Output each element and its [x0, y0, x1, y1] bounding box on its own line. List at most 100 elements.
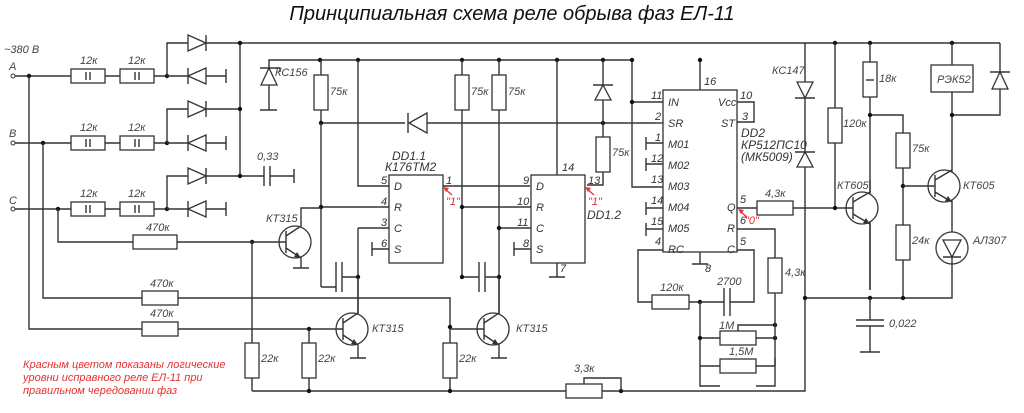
svg-text:C: C [727, 244, 735, 256]
resistor-75k: 75к [587, 123, 630, 186]
svg-text:14: 14 [562, 162, 574, 174]
svg-text:12к: 12к [128, 188, 146, 200]
svg-text:правильном чередовании фаз: правильном чередовании фаз [23, 385, 177, 397]
diode [593, 60, 613, 123]
transistor-kt315: КТ315 [252, 207, 321, 269]
svg-text:22к: 22к [260, 353, 279, 365]
resistor-12k: 12к 12к [70, 122, 155, 151]
resistor-22k: 22к [301, 329, 336, 391]
svg-text:R: R [536, 202, 544, 214]
svg-text:КТ315: КТ315 [266, 213, 298, 225]
svg-text:75к: 75к [508, 86, 526, 98]
svg-text:M05: M05 [668, 223, 690, 235]
svg-text:АЛ307: АЛ307 [972, 235, 1007, 247]
resistor-4-3k: 4,3к [737, 228, 806, 366]
zener-kc156: КС156 [259, 59, 320, 111]
svg-text:1: 1 [446, 175, 452, 187]
svg-text:10: 10 [517, 196, 530, 208]
transistor-kt315: КТ315 [450, 277, 548, 359]
svg-text:SR: SR [668, 118, 683, 130]
svg-text:M03: M03 [668, 181, 690, 193]
trimmer-3-3k: 3,3к [565, 363, 622, 399]
resistor-470k: 470к [141, 308, 179, 337]
svg-text:КТ315: КТ315 [516, 323, 548, 335]
zener-kc147: КС147 [772, 43, 815, 295]
resistor-75k: 75к [491, 60, 526, 317]
svg-text:КС156: КС156 [275, 67, 309, 79]
svg-text:0,022: 0,022 [889, 318, 917, 330]
svg-text:18к: 18к [879, 73, 897, 85]
chip-dd2-type: КР512ПС10 [741, 138, 807, 152]
logic-level-dd2: "0" [738, 209, 760, 227]
svg-text:8: 8 [705, 263, 712, 275]
phase-c-label: C [9, 195, 17, 207]
capacitor-0-33: 0,33 [257, 151, 295, 186]
svg-text:ST: ST [721, 118, 736, 130]
resistor-120k: 120к [827, 43, 867, 208]
svg-text:3: 3 [381, 217, 388, 229]
svg-text:12к: 12к [128, 55, 146, 67]
svg-text:"0": "0" [745, 215, 760, 227]
flyback-diode [952, 43, 1010, 116]
svg-text:6: 6 [381, 238, 388, 250]
svg-text:S: S [536, 244, 544, 256]
svg-text:4: 4 [655, 236, 661, 248]
svg-text:R: R [727, 223, 735, 235]
svg-text:11: 11 [517, 217, 528, 229]
svg-text:3: 3 [742, 111, 749, 123]
svg-text:8: 8 [523, 238, 530, 250]
svg-text:RC: RC [668, 244, 684, 256]
svg-text:15: 15 [651, 216, 664, 228]
svg-text:120к: 120к [843, 118, 867, 130]
svg-text:12к: 12к [80, 55, 98, 67]
svg-text:5: 5 [381, 175, 388, 187]
resistor-470k: 470к [141, 278, 179, 306]
svg-text:75к: 75к [612, 147, 630, 159]
transistor-kt605: КТ605 [837, 180, 879, 290]
svg-text:1М: 1М [719, 320, 735, 332]
svg-text:13: 13 [588, 175, 601, 187]
svg-text:12к: 12к [128, 122, 146, 134]
svg-text:12к: 12к [80, 122, 98, 134]
svg-text:6: 6 [740, 215, 747, 227]
resistor-1m: 1М [700, 320, 775, 346]
chip-dd2-alt: (МК5009) [741, 150, 793, 164]
resistor-75k: 75к [454, 60, 489, 275]
svg-text:C: C [394, 223, 402, 235]
svg-text:4,3к: 4,3к [785, 267, 806, 279]
svg-text:75к: 75к [471, 86, 489, 98]
svg-text:4,3к: 4,3к [765, 188, 786, 200]
capacitor [321, 262, 361, 292]
logic-level-ff2: "1" [585, 187, 603, 208]
phase-a-label: A [8, 61, 16, 73]
logic-level-ff1: "1" [443, 187, 461, 208]
note-text: Красным цветом показаны логические уровн… [22, 359, 226, 397]
phase-b-label: B [9, 128, 16, 140]
svg-text:4: 4 [381, 196, 387, 208]
svg-text:120к: 120к [660, 282, 684, 294]
resistor-22k: 22к [244, 342, 279, 391]
diode [407, 111, 428, 135]
svg-text:Vcc: Vcc [718, 97, 737, 109]
led-al307: АЛ307 [805, 231, 1007, 299]
svg-text:КТ315: КТ315 [372, 323, 404, 335]
svg-text:5: 5 [740, 236, 747, 248]
svg-text:"1": "1" [588, 196, 603, 208]
svg-text:470к: 470к [150, 278, 174, 290]
svg-text:2: 2 [654, 111, 661, 123]
transistor-kt315: КТ315 [335, 277, 404, 359]
svg-text:3,3к: 3,3к [574, 363, 595, 375]
rectifier-diodes [164, 33, 1000, 219]
svg-text:M02: M02 [668, 160, 689, 172]
svg-text:R: R [394, 202, 402, 214]
resistor-4-3k: 4,3к [737, 188, 845, 216]
svg-text:11: 11 [651, 90, 662, 102]
chip-dd2: 16 8 11 IN 2 SR 1 M01 12 M02 13 M03 14 M… [629, 57, 807, 275]
svg-text:0,33: 0,33 [257, 151, 279, 163]
svg-text:"1": "1" [446, 196, 461, 208]
resistor-22k: 22к [442, 329, 477, 391]
svg-text:Красным цветом показаны логиче: Красным цветом показаны логические [23, 359, 226, 371]
svg-text:75к: 75к [912, 143, 930, 155]
svg-text:КТ605: КТ605 [963, 180, 995, 192]
svg-text:13: 13 [651, 174, 664, 186]
